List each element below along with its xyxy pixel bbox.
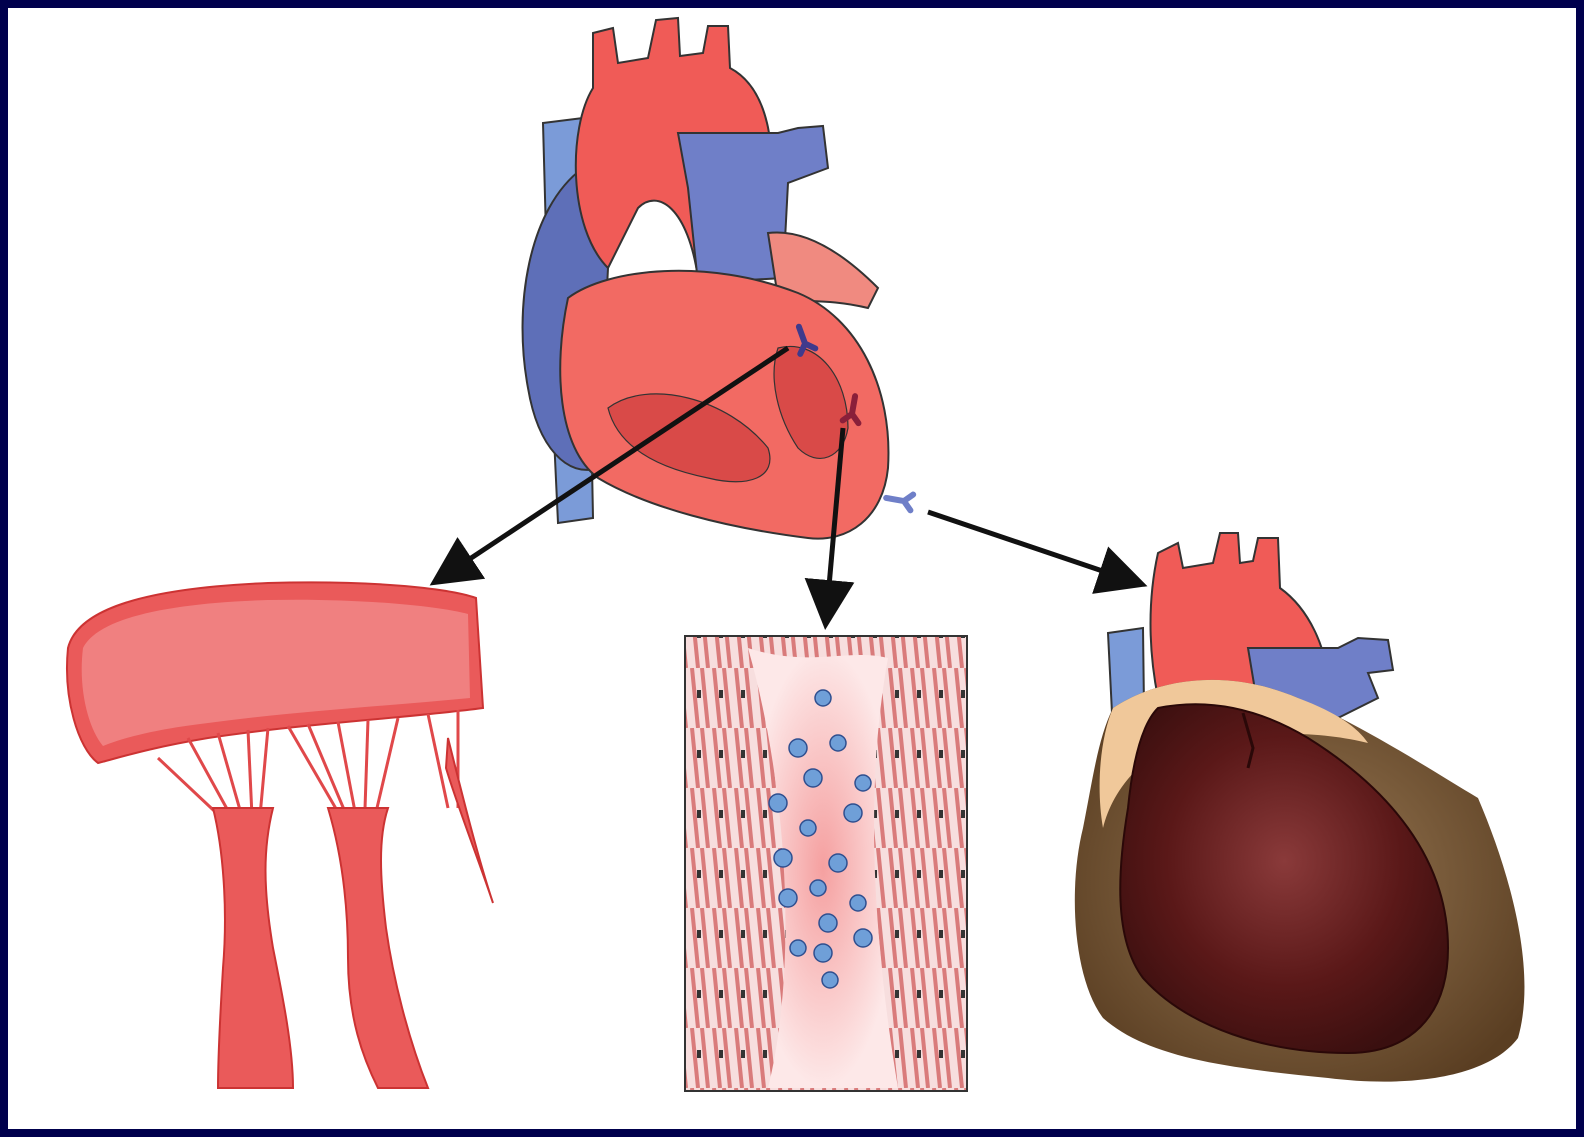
diagram-panel [8,8,1576,1129]
myocardium-inflammation-icon [685,636,967,1091]
arrow-icon [928,512,1138,583]
heart-anatomy-icon [523,18,889,539]
antibody-marker-icon [885,490,913,510]
heart-diagram [8,8,1576,1129]
valve-leaflet-chordae-icon [67,582,493,1088]
central-heart [523,18,914,539]
pericardium-heart-icon [1075,533,1525,1082]
